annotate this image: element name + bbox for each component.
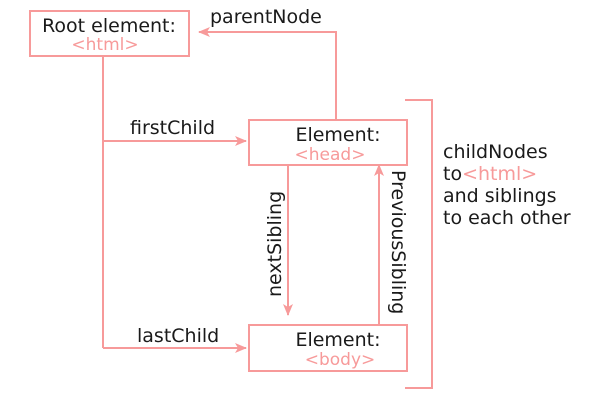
root-element-title: Root element: — [42, 15, 176, 37]
child-nodes-note: childNodes to<html> and siblings to each… — [443, 141, 571, 229]
body-element-node: Element: <body> — [248, 324, 408, 372]
parent-node-arrow — [198, 27, 337, 125]
note-line-to-html: to<html> — [443, 163, 537, 185]
head-element-tag: <head> — [295, 145, 366, 165]
head-element-title: Element: — [295, 124, 380, 146]
first-child-label: firstChild — [130, 117, 215, 139]
note-to-prefix: to — [443, 163, 462, 185]
last-child-label: lastChild — [137, 325, 219, 347]
note-line-child-nodes: childNodes — [443, 141, 548, 163]
note-line-and-siblings: and siblings — [443, 185, 557, 207]
root-element-tag: <html> — [71, 35, 138, 55]
child-nodes-bracket — [405, 99, 433, 389]
note-html-tag: <html> — [462, 163, 537, 185]
body-element-title: Element: — [295, 329, 380, 351]
previous-sibling-label: PreviousSibling — [387, 170, 409, 314]
body-element-tag: <body> — [305, 350, 376, 370]
next-sibling-label: nextSibling — [264, 191, 286, 297]
note-line-each-other: to each other — [443, 207, 571, 229]
root-element-node: Root element: <html> — [29, 10, 190, 57]
parent-node-label: parentNode — [210, 6, 322, 28]
head-element-node: Element: <head> — [248, 119, 408, 166]
